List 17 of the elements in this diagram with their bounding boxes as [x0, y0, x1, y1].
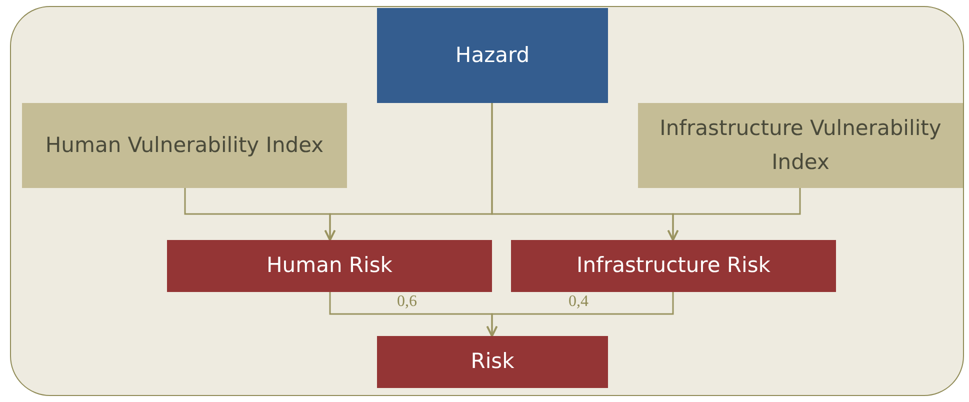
connector-arrow: [184, 188, 336, 241]
vulnerability-index-box: [638, 103, 963, 188]
node-label: Infrastructure Risk: [576, 252, 770, 280]
risk-box: [511, 240, 836, 292]
connector-arrow: [667, 188, 801, 241]
risk-box: [167, 240, 492, 292]
node-label: Hazard: [455, 42, 530, 69]
vulnerability-index-box: [22, 103, 347, 188]
edge-label: 0,4: [568, 293, 588, 311]
node-label: Risk: [470, 348, 514, 376]
node-label: Infrastructure Vulnerability Index: [658, 114, 942, 176]
hazard-box: [377, 8, 608, 103]
node-label: Human Vulnerability Index: [45, 132, 324, 159]
node-label: Human Risk: [266, 252, 392, 280]
edge-label: 0,6: [397, 293, 417, 311]
connector-arrow: [486, 292, 674, 337]
risk-box: [377, 336, 608, 388]
